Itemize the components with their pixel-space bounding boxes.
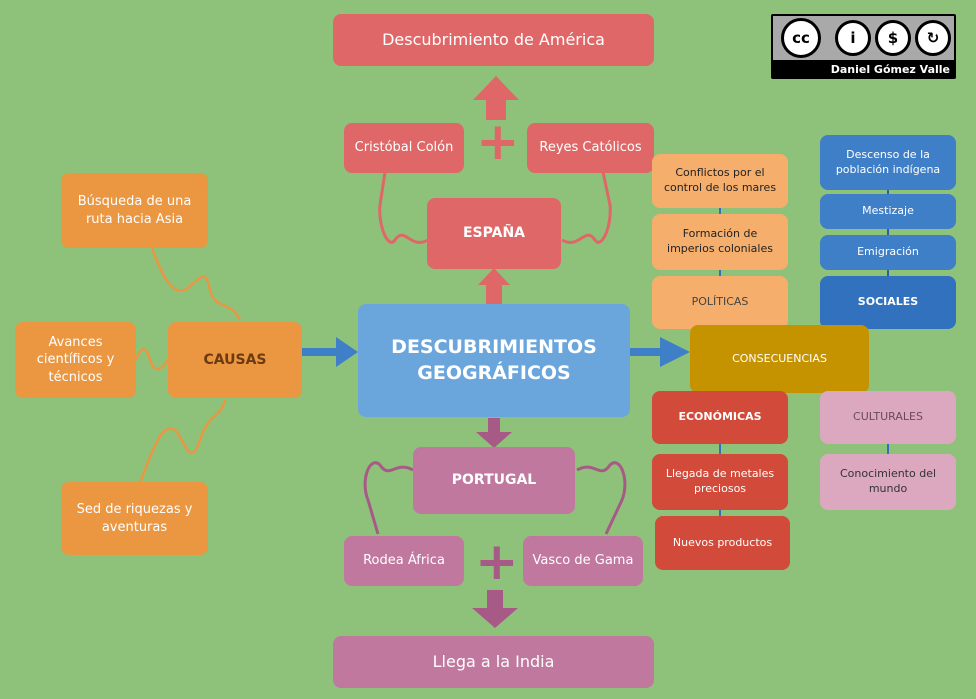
by-symbol: i (850, 29, 856, 47)
plus-sign-portugal: + (475, 532, 519, 592)
node-text: Rodea África (363, 553, 445, 569)
node-text: Emigración (857, 245, 919, 259)
node-text: Reyes Católicos (539, 140, 642, 156)
node-conocimiento-mundo: Conocimiento del mundo (820, 454, 956, 510)
arrow-center-to-spain (478, 268, 510, 304)
node-economicas: ECONÓMICAS (652, 391, 788, 444)
wave-portugal-vasco (576, 461, 627, 535)
node-reyes-catolicos: Reyes Católicos (527, 123, 654, 173)
node-culturales: CULTURALES (820, 391, 956, 444)
node-text: ECONÓMICAS (678, 410, 762, 424)
node-politicas: POLÍTICAS (652, 276, 788, 329)
wave-portugal-africa (363, 461, 414, 535)
node-text: Descubrimiento de América (382, 30, 605, 50)
node-descenso-poblacion: Descenso de la población indígena (820, 135, 956, 190)
node-llega-india: Llega a la India (333, 636, 654, 688)
center-line-2: GEOGRÁFICOS (417, 361, 571, 384)
node-text: Vasco de Gama (532, 553, 634, 569)
node-text: Conocimiento del mundo (839, 467, 937, 495)
wave-spain-reyes (561, 171, 612, 244)
node-imperios-coloniales: Formación de imperios coloniales (652, 214, 788, 270)
node-busqueda-ruta: Búsqueda de una ruta hacia Asia (61, 173, 208, 248)
node-text: SOCIALES (857, 295, 919, 309)
node-text: Avances científicos y técnicos (36, 334, 115, 385)
node-text: Búsqueda de una ruta hacia Asia (77, 193, 192, 227)
license-author: Daniel Gómez Valle (830, 63, 950, 76)
sa-icon: ↻ (915, 20, 951, 56)
node-vasco-de-gama: Vasco de Gama (523, 536, 643, 586)
node-nuevos-productos: Nuevos productos (655, 516, 790, 570)
node-text: PORTUGAL (451, 472, 537, 489)
node-text: Llega a la India (432, 652, 555, 672)
node-text: Conflictos por el control de los mares (663, 166, 777, 194)
license-badge[interactable]: cc i $ ↻ Daniel Gómez Valle (771, 14, 956, 79)
node-sed-riquezas: Sed de riquezas y aventuras (61, 482, 208, 555)
wave-spain-colon (378, 171, 429, 244)
arrow-spain-to-america (473, 76, 519, 120)
node-text: CULTURALES (853, 410, 923, 424)
node-text: Descenso de la población indígena (835, 147, 941, 176)
nc-symbol: $ (887, 29, 899, 47)
node-avances-cientificos: Avances científicos y técnicos (15, 322, 136, 398)
plus-sign-spain: + (476, 112, 520, 172)
node-descubrimientos-geograficos: DESCUBRIMIENTOS GEOGRÁFICOS (358, 304, 630, 417)
node-text: CONSECUENCIAS (732, 351, 827, 365)
node-text: Cristóbal Colón (354, 140, 454, 156)
cc-symbol: cc (792, 29, 810, 47)
node-rodea-africa: Rodea África (344, 536, 464, 586)
node-text: Mestizaje (862, 204, 914, 218)
arrow-portugal-to-india (472, 590, 518, 628)
node-consecuencias: CONSECUENCIAS (690, 325, 869, 393)
wave-busqueda (150, 247, 242, 321)
sa-symbol: ↻ (926, 29, 940, 47)
node-text: ESPAÑA (462, 225, 525, 242)
node-conflictos-mares: Conflictos por el control de los mares (652, 154, 788, 208)
arrow-causes-to-center (300, 337, 358, 367)
node-espana: ESPAÑA (427, 198, 561, 269)
center-text: DESCUBRIMIENTOS GEOGRÁFICOS (391, 335, 597, 386)
node-portugal: PORTUGAL (413, 447, 575, 514)
license-icons: cc i $ ↻ (773, 16, 954, 60)
node-text: Llegada de metales preciosos (665, 467, 775, 495)
node-sociales: SOCIALES (820, 276, 956, 329)
node-text: Formación de imperios coloniales (667, 227, 773, 255)
node-cristobal-colon: Cristóbal Colón (344, 123, 464, 173)
wave-sed (138, 399, 227, 483)
wave-avances (134, 347, 170, 371)
cc-icon: cc (781, 18, 821, 58)
node-text: POLÍTICAS (691, 295, 749, 309)
by-icon: i (835, 20, 871, 56)
arrow-center-to-portugal (476, 418, 512, 448)
node-emigracion: Emigración (820, 235, 956, 270)
nc-icon: $ (875, 20, 911, 56)
node-text: Sed de riquezas y aventuras (76, 501, 193, 535)
node-descubrimiento-america: Descubrimiento de América (333, 14, 654, 66)
node-text: Nuevos productos (672, 535, 773, 549)
node-mestizaje: Mestizaje (820, 194, 956, 229)
center-line-1: DESCUBRIMIENTOS (391, 335, 597, 358)
node-metales-preciosos: Llegada de metales preciosos (652, 454, 788, 510)
arrow-center-to-consequences (630, 337, 690, 367)
node-text: CAUSAS (203, 351, 267, 368)
node-causas: CAUSAS (168, 322, 302, 398)
